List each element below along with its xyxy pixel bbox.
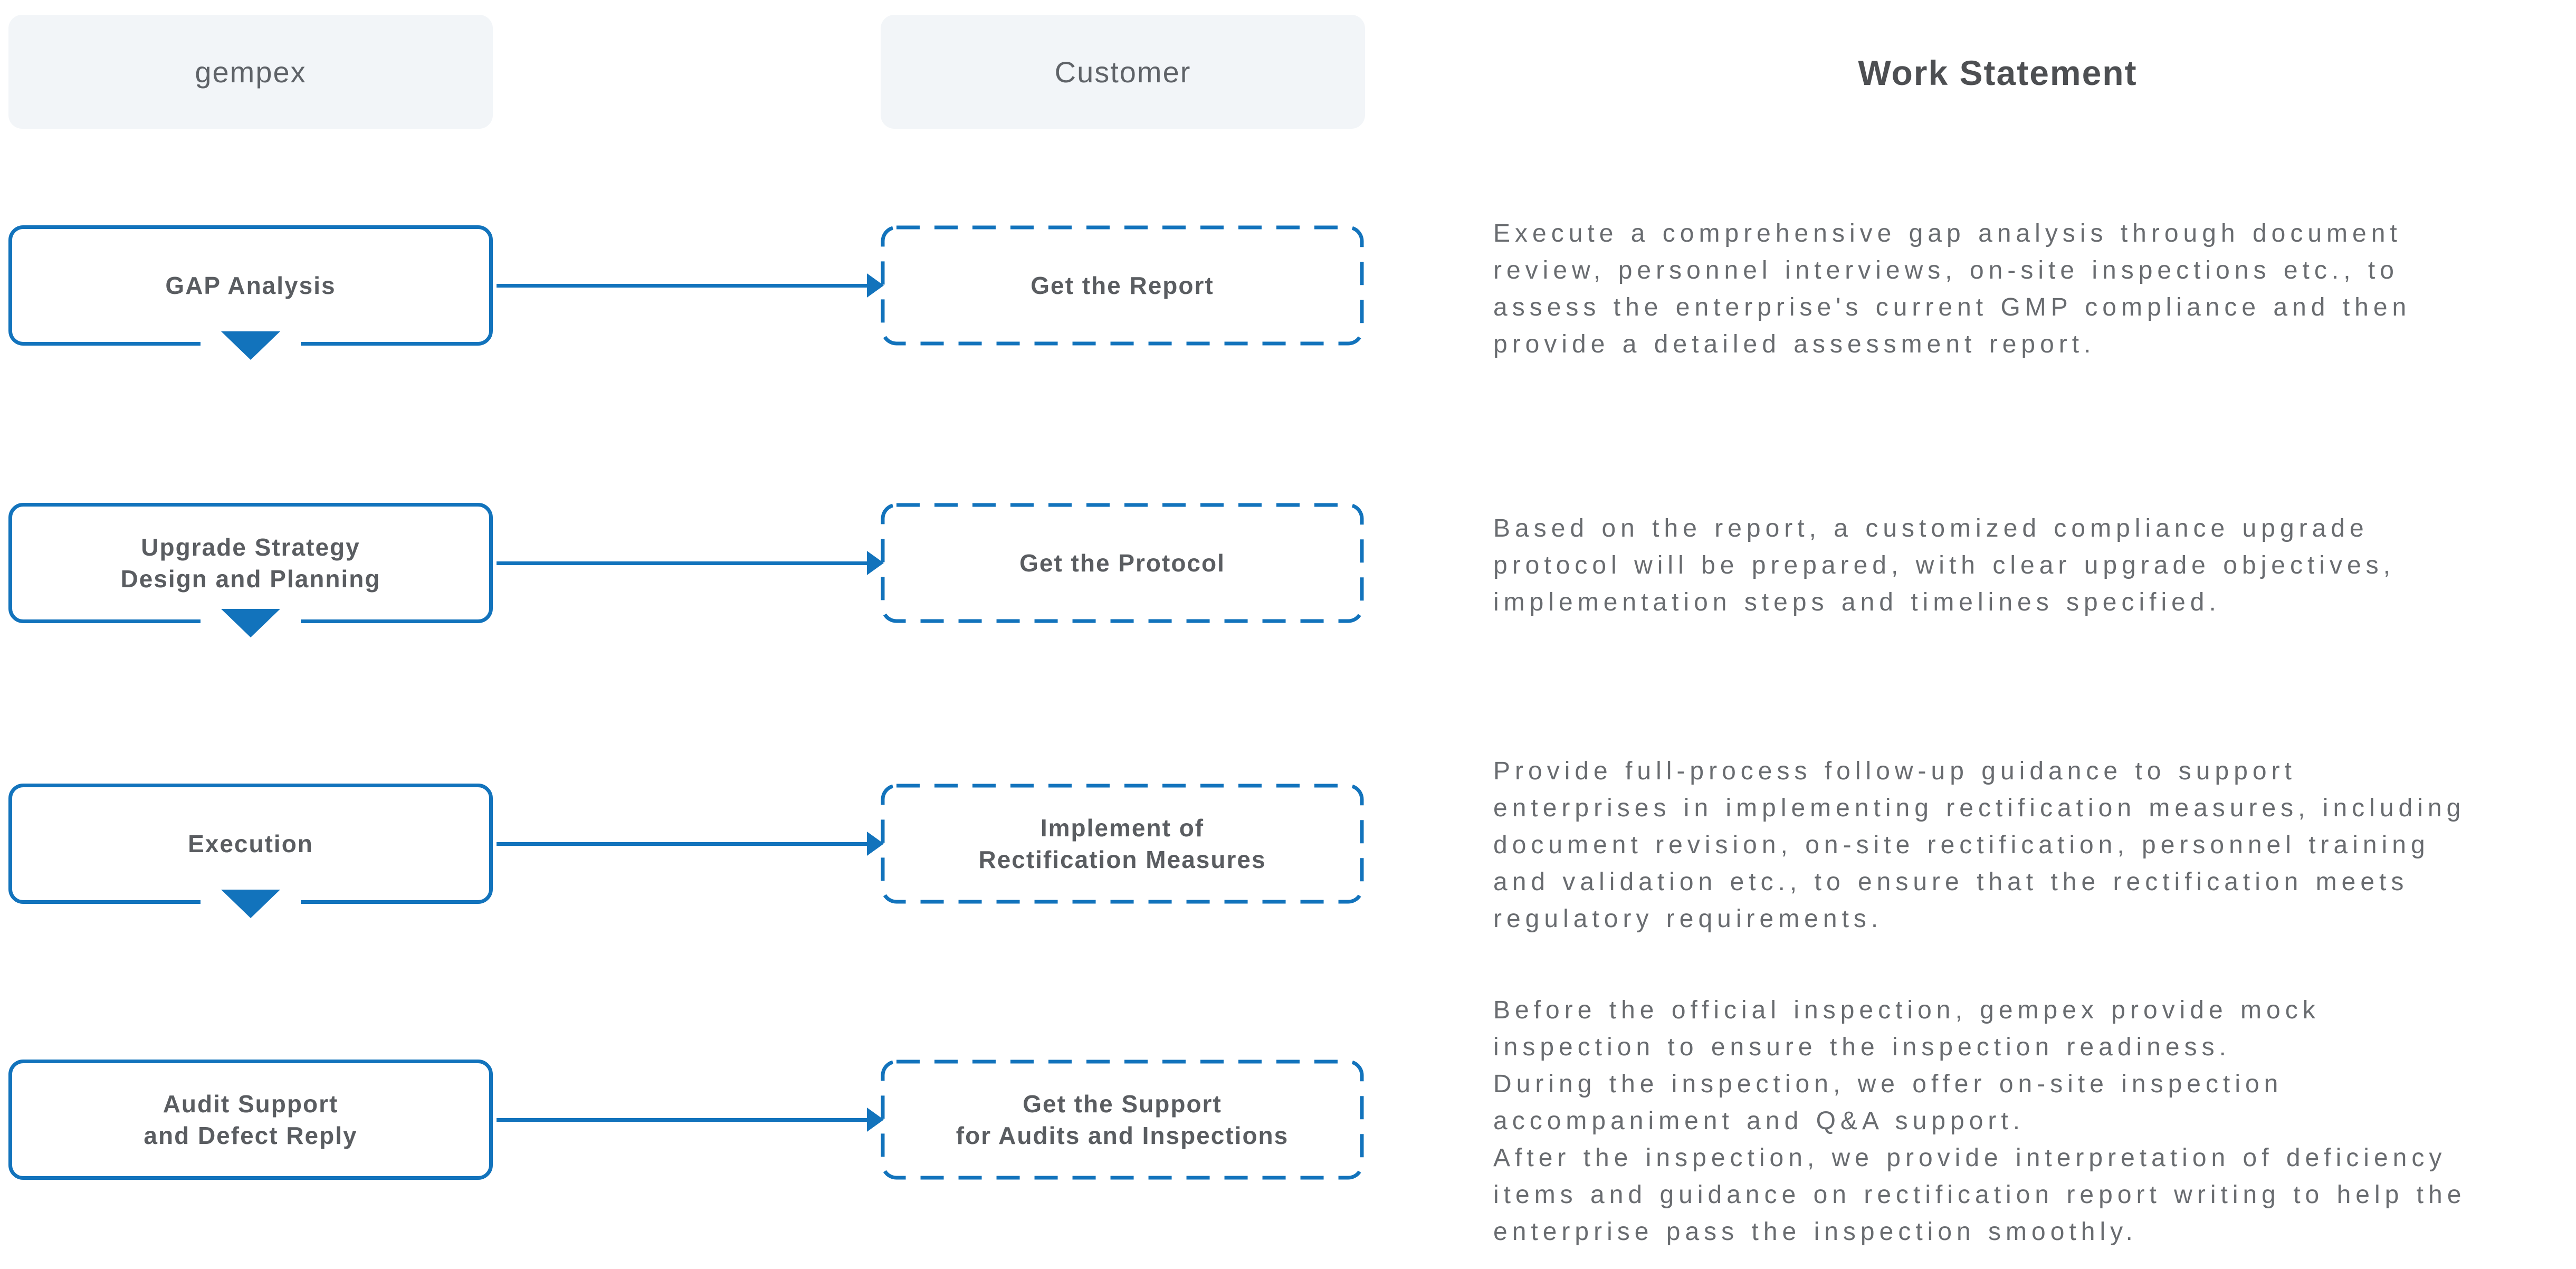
gempex-step-label: Execution bbox=[188, 830, 313, 857]
customer-step-box-get-report: Get the Report bbox=[881, 225, 1364, 346]
customer-step-label: Get the Support for Audits and Inspectio… bbox=[956, 1090, 1289, 1149]
gempex-step-box-gap-analysis: GAP Analysis bbox=[8, 225, 493, 346]
work-statement-text-2: Based on the report, a customized compli… bbox=[1493, 514, 2395, 616]
down-arrow-icon bbox=[221, 609, 280, 637]
customer-step-label: Get the Report bbox=[1031, 272, 1214, 299]
flow-connector-line bbox=[497, 1118, 869, 1122]
flow-connector-line bbox=[497, 284, 869, 288]
dashed-border bbox=[881, 784, 1364, 904]
gempex-step-label: Audit Support and Defect Reply bbox=[144, 1090, 358, 1149]
gempex-column-header: gempex bbox=[8, 15, 493, 129]
work-statement-column-header: Work Statement bbox=[1858, 53, 2138, 92]
work-statement-text-3: Provide full-process follow-up guidance … bbox=[1493, 757, 2466, 933]
customer-column-header: Customer bbox=[881, 15, 1365, 129]
gempex-step-label: GAP Analysis bbox=[165, 272, 336, 299]
customer-step-label: Get the Protocol bbox=[1019, 549, 1225, 577]
gempex-step-box-upgrade-strategy: Upgrade Strategy Design and Planning bbox=[8, 503, 493, 623]
flow-connector-line bbox=[497, 842, 869, 846]
flow-connector-line bbox=[497, 561, 869, 565]
gempex-step-box-audit-support: Audit Support and Defect Reply bbox=[8, 1060, 493, 1180]
customer-step-label: Implement of Rectification Measures bbox=[978, 814, 1266, 873]
dashed-border bbox=[881, 1060, 1364, 1180]
work-statement-text-1: Execute a comprehensive gap analysis thr… bbox=[1493, 220, 2411, 358]
customer-step-box-get-protocol: Get the Protocol bbox=[881, 503, 1364, 623]
work-statement-text-4: Before the official inspection, gempex p… bbox=[1493, 996, 2466, 1246]
customer-column-header-label: Customer bbox=[1054, 55, 1191, 89]
gempex-step-box-execution: Execution bbox=[8, 784, 493, 904]
dashed-border bbox=[881, 225, 1364, 346]
customer-step-box-get-support: Get the Support for Audits and Inspectio… bbox=[881, 1060, 1364, 1180]
dashed-border bbox=[881, 503, 1364, 623]
down-arrow-icon bbox=[221, 331, 280, 360]
gempex-step-label: Upgrade Strategy Design and Planning bbox=[120, 533, 381, 593]
gempex-column-header-label: gempex bbox=[195, 55, 307, 89]
customer-step-box-implement-measures: Implement of Rectification Measures bbox=[881, 784, 1364, 904]
down-arrow-icon bbox=[221, 890, 280, 918]
